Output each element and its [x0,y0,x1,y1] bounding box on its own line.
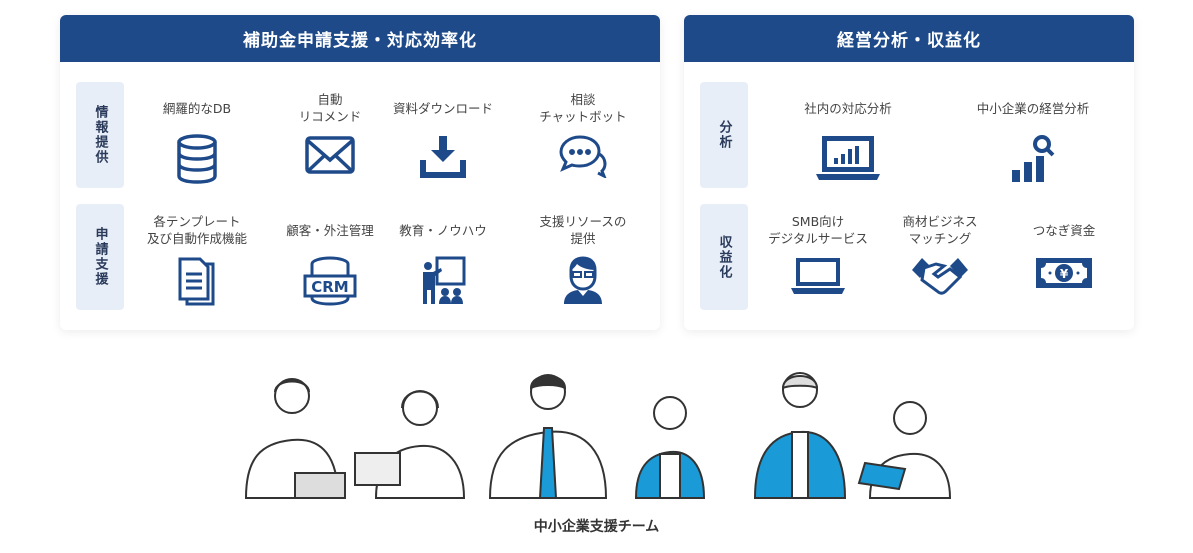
row-label-application: 申請支援 [76,204,124,310]
person-woman-blue-jacket [634,396,706,499]
svg-text:¥: ¥ [1060,267,1069,281]
handshake-icon [912,258,968,295]
item-download: 資料ダウンロード [373,90,513,180]
item-chatbot: 相談 チャットボット [513,90,653,178]
item-smb-analysis: 中小企業の経営分析 [963,90,1103,184]
person-glasses-tablet [244,378,346,499]
laptop-chart-icon [816,136,880,180]
envelope-icon [305,136,355,174]
item-bridge-financing: つなぎ資金 ¥ [994,212,1134,290]
item-auto-recommend: 自動 リコメンド [260,90,400,176]
business-analysis-panel: 経営分析・収益化 分析 収益化 社内の対応分析 中小企業の経営分析 SMB向け … [684,15,1134,330]
item-label: 中小企業の経営分析 [976,100,1090,116]
item-label: 自動 リコメンド [298,92,362,124]
item-label: 教育・ノウハウ [399,222,487,238]
download-icon [420,136,466,178]
row-label-monetization: 収益化 [700,204,748,310]
consultant-icon [564,256,602,304]
team-caption: 中小企業支援チーム [533,519,660,535]
item-label: 各テンプレート 及び自動作成機能 [146,214,247,246]
item-smb-digital: SMB向け デジタルサービス [748,212,888,296]
item-label: 相談 チャットボット [539,92,627,124]
row-label-analysis: 分析 [700,82,748,188]
item-label: 支援リソースの 提供 [539,214,627,246]
item-business-matching: 商材ビジネス マッチング [870,212,1010,298]
person-man-tie [488,374,608,499]
item-label: 社内の対応分析 [804,100,892,116]
subsidy-support-panel: 補助金申請支援・対応効率化 情報提供 申請支援 網羅的なDB 自動 リコメンド … [60,15,660,330]
person-man-phone [753,372,847,499]
person-woman-laptop [354,390,466,499]
panel-title: 補助金申請支援・対応効率化 [60,15,660,62]
row-label-info: 情報提供 [76,82,124,188]
presentation-icon [423,256,466,304]
item-templates: 各テンプレート 及び自動作成機能 [127,212,267,306]
chat-bubbles-icon [559,135,607,178]
item-support-resources: 支援リソースの 提供 [513,212,653,306]
crm-icon: CRM [303,256,357,306]
panel-title: 経営分析・収益化 [684,15,1134,62]
documents-icon [178,257,215,306]
database-icon [177,134,217,184]
item-education: 教育・ノウハウ [373,212,513,306]
chart-magnifier-icon [1012,135,1055,182]
item-label: つなぎ資金 [1032,222,1096,238]
support-team-illustration [244,372,952,499]
yen-banknote-icon: ¥ [1036,258,1092,288]
item-crm: 顧客・外注管理 CRM [260,212,400,306]
item-label: SMB向け デジタルサービス [768,214,868,246]
item-internal-analysis: 社内の対応分析 [778,90,918,182]
item-database: 網羅的なDB [127,90,267,184]
item-label: 資料ダウンロード [392,100,493,116]
item-label: 網羅的なDB [162,100,232,116]
person-woman-clipboard [857,401,952,499]
svg-text:CRM: CRM [311,278,349,296]
laptop-icon [791,258,845,294]
item-label: 商材ビジネス マッチング [902,214,978,246]
item-label: 顧客・外注管理 [286,222,374,238]
